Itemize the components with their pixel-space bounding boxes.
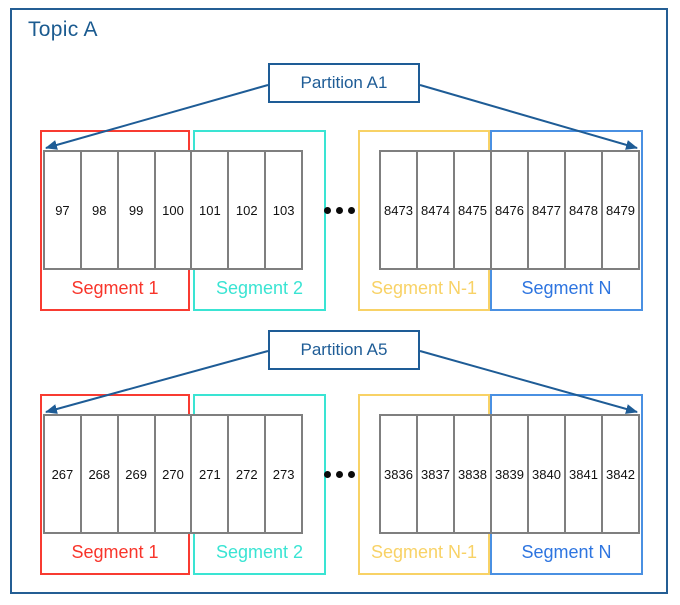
segment-label: Segment 2	[215, 542, 304, 562]
record-cell: 269	[119, 416, 156, 532]
record-cell: 8473	[381, 152, 418, 268]
record-cell: 98	[82, 152, 119, 268]
record-cell: 3839	[492, 416, 529, 532]
record-cell: 8479	[606, 202, 635, 218]
record-cell: 3837	[418, 416, 455, 532]
partition-label-a1: Partition A1	[268, 63, 420, 103]
topic-title: Topic A	[28, 18, 98, 41]
record-cell: 8476	[492, 152, 529, 268]
record-cell: 8474	[418, 152, 455, 268]
record-cell: 8475	[455, 152, 492, 268]
record-cell: 103	[272, 202, 295, 218]
ellipsis-icon	[324, 470, 355, 478]
partition-group-a5: Segment 1 Segment 2 Segment N-1 Segment …	[40, 394, 643, 575]
record-cell: 3836	[381, 416, 418, 532]
record-cell: 271	[192, 416, 230, 532]
partition-label-a5: Partition A5	[268, 330, 420, 370]
record-cell: 267	[45, 416, 82, 532]
segment-label: Segment N-1	[370, 278, 478, 298]
segment-label: Segment N-1	[370, 542, 478, 562]
record-cell: 3841	[566, 416, 603, 532]
record-cell: 3838	[455, 416, 492, 532]
record-cell: 273	[272, 466, 295, 482]
partition-label-text: Partition A1	[300, 73, 388, 92]
record-cell: 3842	[606, 466, 635, 482]
partition-label-text: Partition A5	[300, 340, 388, 359]
segment-label: Segment N	[521, 278, 612, 298]
record-cell: 268	[82, 416, 119, 532]
record-cell: 8478	[566, 152, 603, 268]
record-cell: 97	[45, 152, 82, 268]
record-cell: 3840	[529, 416, 566, 532]
record-strip-right: 8473 8474 8475 8476 8477 8478 8479	[379, 150, 640, 270]
segment-label: Segment N	[521, 542, 612, 562]
segment-label: Segment 1	[71, 542, 159, 562]
segment-label: Segment 2	[215, 278, 304, 298]
partition-group-a1: Segment 1 Segment 2 Segment N-1 Segment …	[40, 130, 643, 311]
record-cell: 101	[192, 152, 230, 268]
record-strip-left: 267 268 269 270 271 272 273	[43, 414, 303, 534]
ellipsis-icon	[324, 206, 355, 214]
record-cell: 102	[229, 152, 267, 268]
record-strip-right: 3836 3837 3838 3839 3840 3841 3842	[379, 414, 640, 534]
record-cell: 272	[229, 416, 267, 532]
record-strip-left: 97 98 99 100 101 102 103	[43, 150, 303, 270]
record-cell: 99	[119, 152, 156, 268]
record-cell: 8477	[529, 152, 566, 268]
topic-box	[10, 8, 668, 594]
segment-label: Segment 1	[71, 278, 159, 298]
record-cell: 270	[156, 416, 193, 532]
record-cell: 100	[156, 152, 193, 268]
